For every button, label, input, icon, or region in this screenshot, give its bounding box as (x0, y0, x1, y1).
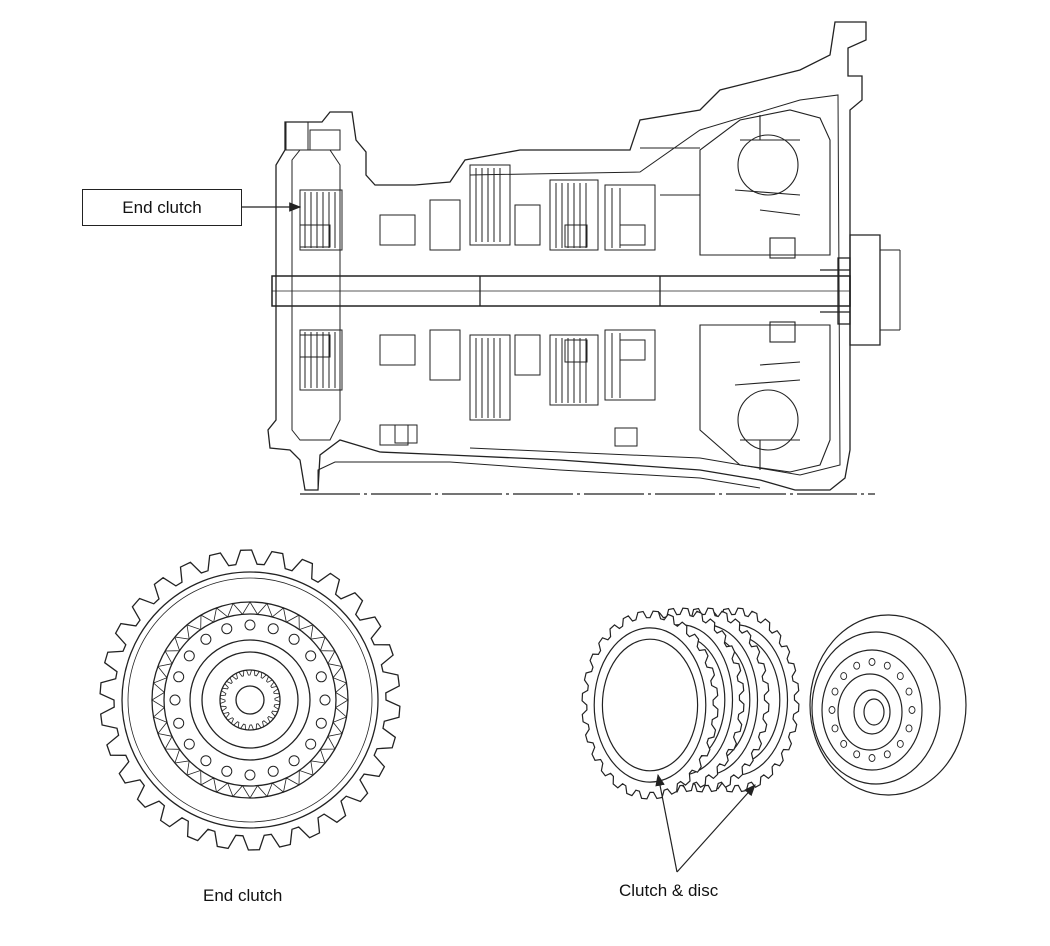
hub-hole (868, 754, 876, 762)
bolt-hole (200, 755, 212, 767)
bolt-hole (319, 694, 331, 706)
bolt-hole (288, 755, 300, 767)
bolt-hole (315, 671, 327, 683)
bolt-hole (221, 765, 233, 777)
end-clutch-front-view (99, 549, 401, 851)
hub-hole (868, 658, 876, 666)
end-clutch-pack-bottom (299, 329, 343, 391)
bolt-hole (288, 633, 300, 645)
bolt-hole (200, 633, 212, 645)
clutch-and-disc-view (581, 607, 967, 800)
clutch-disc-caption: Clutch & disc (619, 881, 719, 900)
end-clutch-callout-label: End clutch (122, 197, 202, 217)
hub-hole (883, 661, 891, 670)
bolt-hole (244, 769, 256, 781)
bolt-hole (183, 738, 195, 750)
hub-hole (853, 750, 861, 759)
bolt-hole (267, 765, 279, 777)
clutch-disc-pointers (655, 773, 756, 873)
bolt-hole (244, 619, 256, 631)
hub-hole (840, 739, 848, 748)
hub-hole (840, 672, 848, 681)
hub-hole (831, 687, 839, 696)
bolt-hole (305, 738, 317, 750)
hub-hole (905, 687, 913, 696)
hub-hole (883, 750, 891, 759)
bolt-hole (221, 623, 233, 635)
end-clutch-caption: End clutch (203, 886, 283, 905)
end-clutch-pack-top (299, 129, 343, 251)
bolt-hole (267, 623, 279, 635)
hub-hole (908, 706, 916, 714)
transmission-cross-section (267, 21, 901, 491)
bolt-hole (183, 650, 195, 662)
hub-hole (853, 661, 861, 670)
bolt-hole (169, 694, 181, 706)
end-clutch-callout: End clutch (82, 189, 242, 226)
hub-hole (831, 724, 839, 733)
bolt-hole (315, 717, 327, 729)
hub-hole (896, 672, 904, 681)
bolt-hole (305, 650, 317, 662)
bolt-hole (173, 717, 185, 729)
hub-hole (828, 706, 836, 714)
hub-hole (896, 739, 904, 748)
clutch-plate (581, 610, 719, 800)
hub-hole (905, 724, 913, 733)
clutch-hub (809, 614, 967, 796)
bolt-hole (173, 671, 185, 683)
